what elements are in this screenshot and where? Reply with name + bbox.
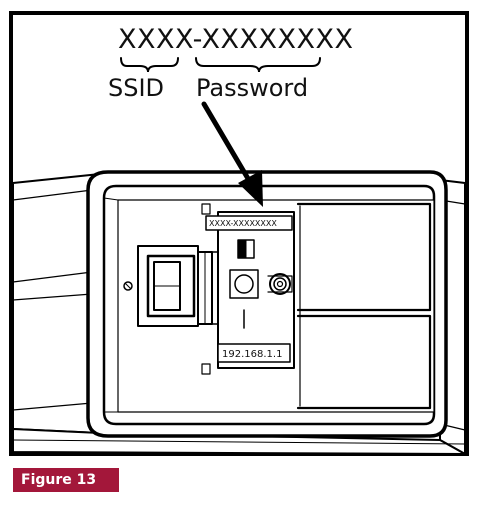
password-caption: Password [196,74,309,102]
label-code-text: XXXX-XXXXXXXX [118,24,354,55]
ssid-caption: SSID [108,74,165,102]
figure-caption: Figure 13 [21,472,97,488]
pointer-arrow [201,101,263,207]
device-ip-label: 192.168.1.1 [222,349,283,360]
ssid-brace [120,57,179,73]
device-sticker-text: XXXX-XXXXXXXX [209,219,277,228]
device-body [12,170,466,455]
password-brace [195,57,321,73]
figure-tag-bg [13,468,119,492]
